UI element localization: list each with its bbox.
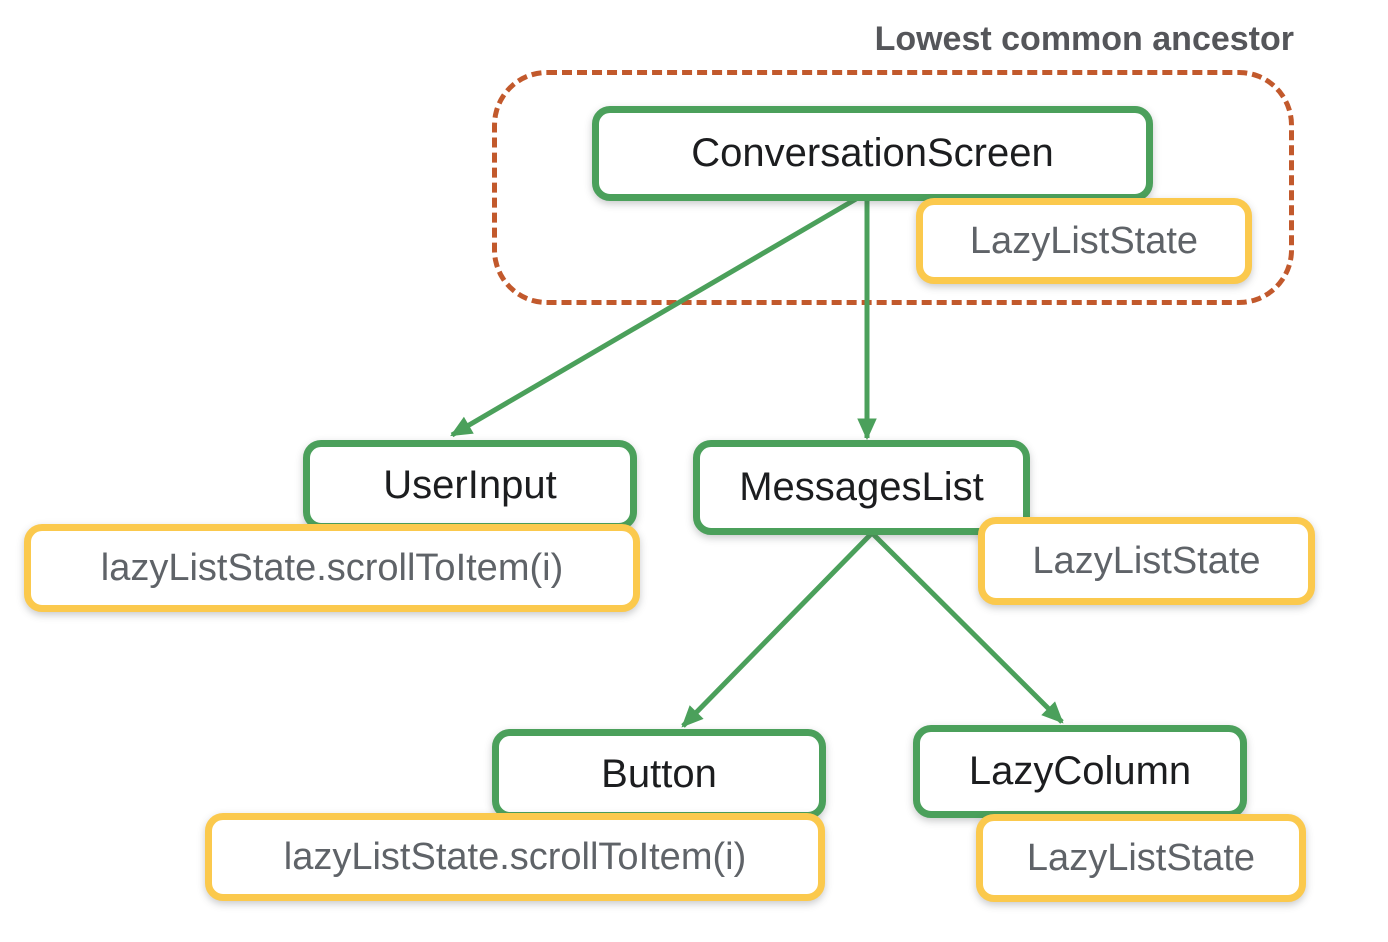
lowest-common-ancestor-label: Lowest common ancestor <box>874 20 1294 58</box>
node-user-input: UserInput <box>303 440 637 530</box>
node-lazyliststate-bottom-label: LazyListState <box>1026 836 1256 879</box>
node-scrolltoitem-left: lazyListState.scrollToItem(i) <box>24 524 640 612</box>
node-scrolltoitem-left-label: lazyListState.scrollToItem(i) <box>100 546 564 589</box>
node-conversation-screen-label: ConversationScreen <box>691 131 1054 175</box>
node-lazy-column-label: LazyColumn <box>968 749 1192 793</box>
node-lazyliststate-mid: LazyListState <box>978 517 1315 605</box>
lowest-common-ancestor-outline <box>492 70 1294 305</box>
node-button: Button <box>492 729 826 819</box>
node-lazyliststate-mid-label: LazyListState <box>1032 539 1261 582</box>
node-messages-list-label: MessagesList <box>739 465 984 509</box>
node-lazy-column: LazyColumn <box>913 725 1247 818</box>
node-lazyliststate-bottom: LazyListState <box>976 814 1306 902</box>
node-messages-list: MessagesList <box>693 440 1030 535</box>
node-scrolltoitem-bottom: lazyListState.scrollToItem(i) <box>205 813 825 901</box>
node-user-input-label: UserInput <box>383 462 557 507</box>
node-lazyliststate-top-label: LazyListState <box>969 219 1199 262</box>
edge-messageslist-button <box>681 531 874 728</box>
node-button-label: Button <box>601 751 717 796</box>
node-scrolltoitem-bottom-label: lazyListState.scrollToItem(i) <box>283 835 747 878</box>
node-conversation-screen: ConversationScreen <box>592 106 1153 201</box>
node-lazyliststate-top: LazyListState <box>916 198 1252 284</box>
